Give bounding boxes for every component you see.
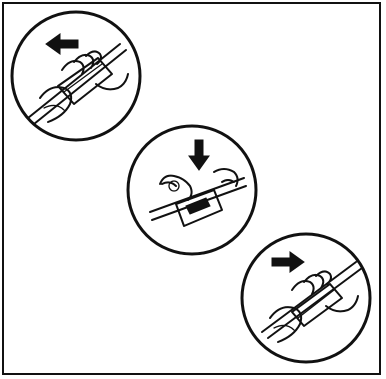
step-3-illustration <box>242 234 370 362</box>
step-1-illustration <box>12 12 140 140</box>
step-1-circle <box>12 12 140 140</box>
step-2-illustration <box>128 126 256 254</box>
